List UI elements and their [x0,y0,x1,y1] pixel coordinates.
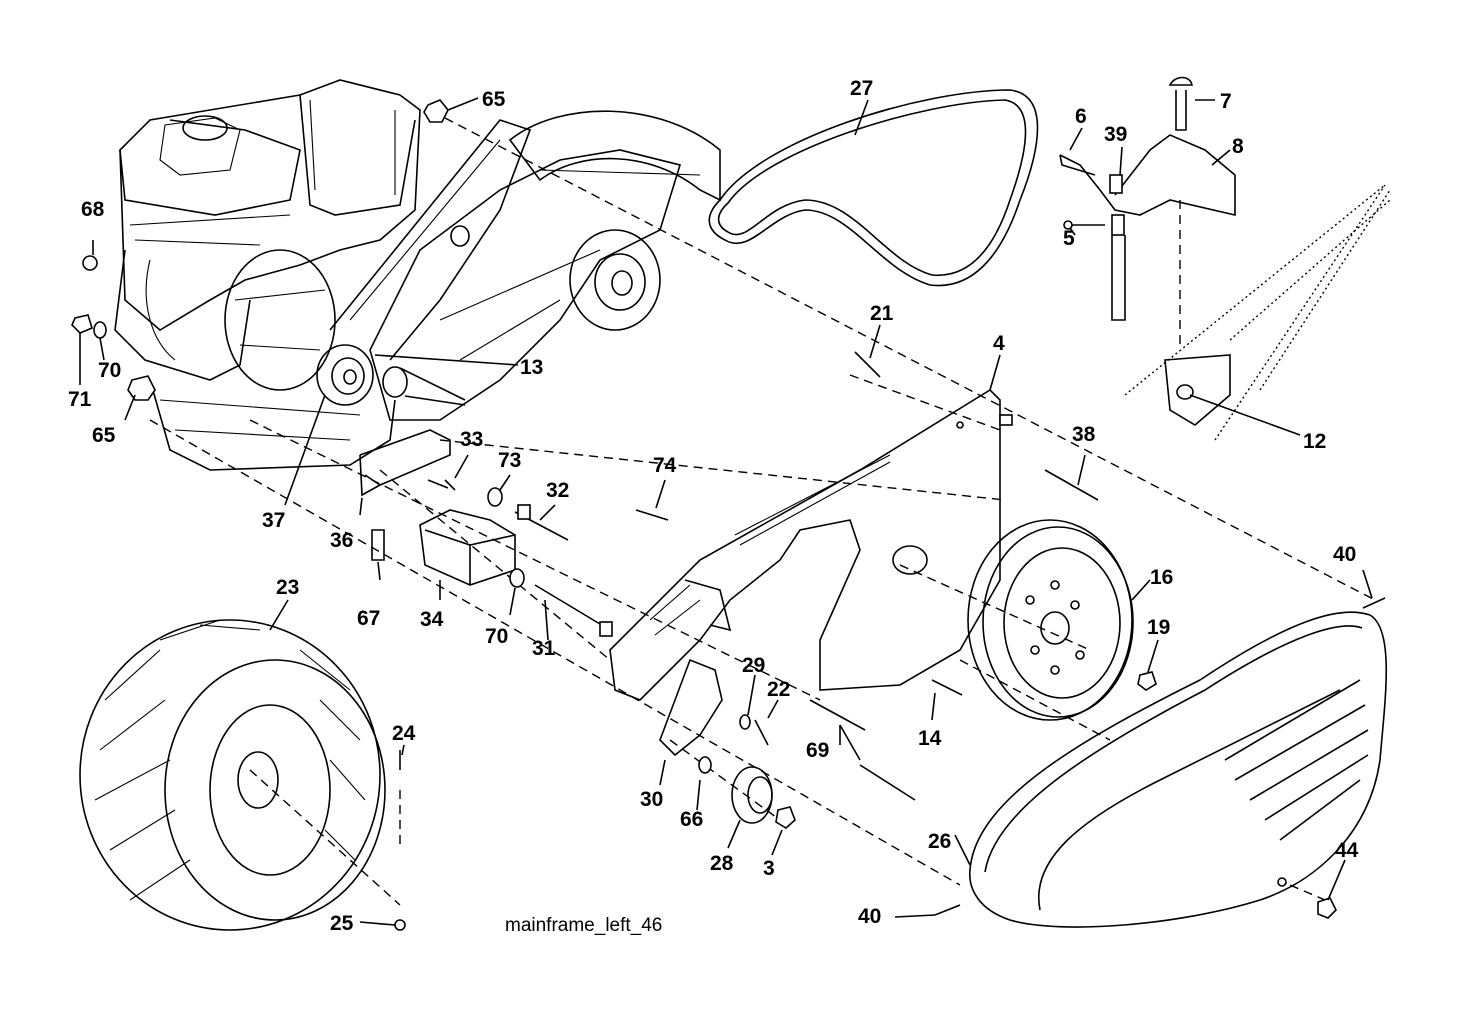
label-73: 73 [498,449,521,472]
label-74: 74 [653,454,677,477]
label-34: 34 [420,608,444,631]
diagram-caption: mainframe_left_46 [505,915,662,936]
label-16: 16 [1150,566,1173,589]
part-labels: 3 4 5 6 7 8 12 13 14 16 19 21 22 23 24 2… [68,77,1359,935]
label-70-right: 70 [485,625,508,648]
belt-guide-bracket [1059,76,1236,321]
label-22: 22 [767,678,790,701]
label-67: 67 [357,607,380,630]
label-65-bottom: 65 [92,424,116,447]
drive-belt [708,89,1039,287]
label-38: 38 [1072,423,1096,446]
belt-cover [969,611,1387,928]
label-5: 5 [1063,227,1075,250]
label-70-left: 70 [98,359,121,382]
label-68: 68 [81,198,105,221]
label-37: 37 [262,509,285,532]
label-40-top: 40 [1333,543,1356,566]
label-13: 13 [520,356,543,379]
label-12: 12 [1303,430,1326,453]
label-36: 36 [330,529,353,552]
tine-shield [1124,184,1391,441]
assembly-lines [149,117,1376,906]
label-69: 69 [806,739,829,762]
large-pulley [967,519,1134,721]
label-65-top: 65 [482,88,506,111]
label-44: 44 [1335,839,1359,862]
hardware-parts [71,99,1386,931]
label-3: 3 [763,857,775,880]
label-21: 21 [870,302,894,325]
leader-lines [79,97,1373,926]
side-plate [609,388,1013,701]
label-24: 24 [392,722,416,745]
label-14: 14 [918,727,942,750]
label-6: 6 [1075,105,1087,128]
label-31: 31 [532,637,556,660]
label-66: 66 [680,808,703,831]
label-71: 71 [68,388,92,411]
label-29: 29 [742,654,765,677]
label-23: 23 [276,576,299,599]
label-8: 8 [1232,135,1244,158]
wheel-tire [79,619,386,931]
label-32: 32 [546,479,569,502]
label-39: 39 [1104,123,1127,146]
label-7: 7 [1220,90,1232,113]
label-40-bottom: 40 [858,905,881,928]
label-19: 19 [1147,616,1170,639]
label-33: 33 [460,428,483,451]
label-26: 26 [928,830,951,853]
engine-and-tiller-body [114,79,721,471]
label-28: 28 [710,852,734,875]
label-25: 25 [330,912,354,935]
label-30: 30 [640,788,663,811]
label-27: 27 [850,77,873,100]
label-4: 4 [993,332,1005,355]
